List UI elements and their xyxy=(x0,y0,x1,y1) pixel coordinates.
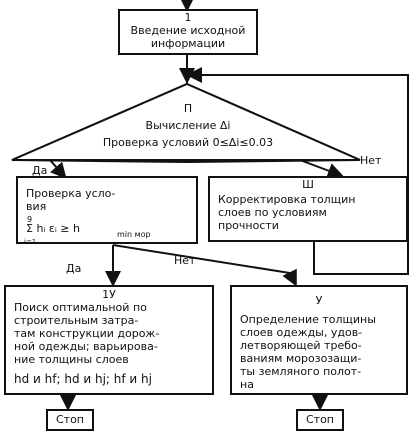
check-formula-sub: min мор xyxy=(117,230,151,239)
block-4-line1: Поиск оптимальной по xyxy=(14,301,147,314)
connector-yes xyxy=(12,159,67,180)
block-2-number: П xyxy=(183,102,193,115)
block-2-line1: Вычисление Δi xyxy=(145,119,231,132)
label-yes-1: Да xyxy=(32,164,48,177)
block-4-line4: ной одежды; варьирова- xyxy=(14,340,158,353)
block-5-frost-protection xyxy=(230,285,408,395)
check-line1: Проверка усло- xyxy=(26,187,116,200)
block-4-line2: строительным затра- xyxy=(14,314,139,327)
block-4-line5: ние толщины слоев xyxy=(14,353,129,366)
block-1-line2: информации xyxy=(150,37,226,50)
block-2-line2: Проверка условий 0≤Δi≤0.03 xyxy=(102,136,274,149)
block-5-line4: ваниям морозозащи- xyxy=(240,352,362,365)
stop-right-label: Стоп xyxy=(305,413,334,426)
block-4-number: 1У xyxy=(102,288,116,301)
block-3-line1: Корректировка толщин xyxy=(218,193,356,206)
block-5-line2: слоев одежды, удов- xyxy=(240,326,363,339)
block-5-line6: на xyxy=(240,378,254,391)
check-sum-bottom: i=1 xyxy=(24,238,37,246)
block-1-line1: Введение исходной xyxy=(130,24,246,37)
block-5-line3: летворяющей требо- xyxy=(240,339,362,352)
check-formula: Σ hᵢ εᵢ ≥ h xyxy=(26,222,80,235)
connector-check-no xyxy=(112,244,297,287)
block-3-line3: прочности xyxy=(218,219,279,232)
block-3-number: Ш xyxy=(302,178,314,191)
stop-left-label: Стоп xyxy=(55,413,84,426)
label-no-2: Нет xyxy=(174,254,196,267)
label-yes-2: Да xyxy=(66,262,82,275)
check-line2: вия xyxy=(26,200,47,213)
block-4-line3: там конструкции дорож- xyxy=(14,327,160,340)
block-1-number: 1 xyxy=(184,11,192,24)
feedback-loop xyxy=(186,67,409,275)
block-5-line1: Определение толщины xyxy=(240,313,376,326)
block-4-formula: hd и hf; hd и hj; hf и hj xyxy=(14,372,152,386)
stop-left-box xyxy=(46,409,94,431)
block-check xyxy=(16,176,198,244)
block-5-line5: ты земляного полот- xyxy=(240,365,362,378)
block-4-optimal-search xyxy=(4,285,214,395)
connector-no xyxy=(299,159,344,179)
block-1-input xyxy=(118,9,258,55)
check-sum-top: 9 xyxy=(27,215,33,224)
block-3-correction xyxy=(208,176,408,242)
block-3-line2: слоев по условиям xyxy=(218,206,327,219)
block-5-number: У xyxy=(315,294,323,307)
stop-right-box xyxy=(296,409,344,431)
label-no-1: Нет xyxy=(360,154,382,167)
